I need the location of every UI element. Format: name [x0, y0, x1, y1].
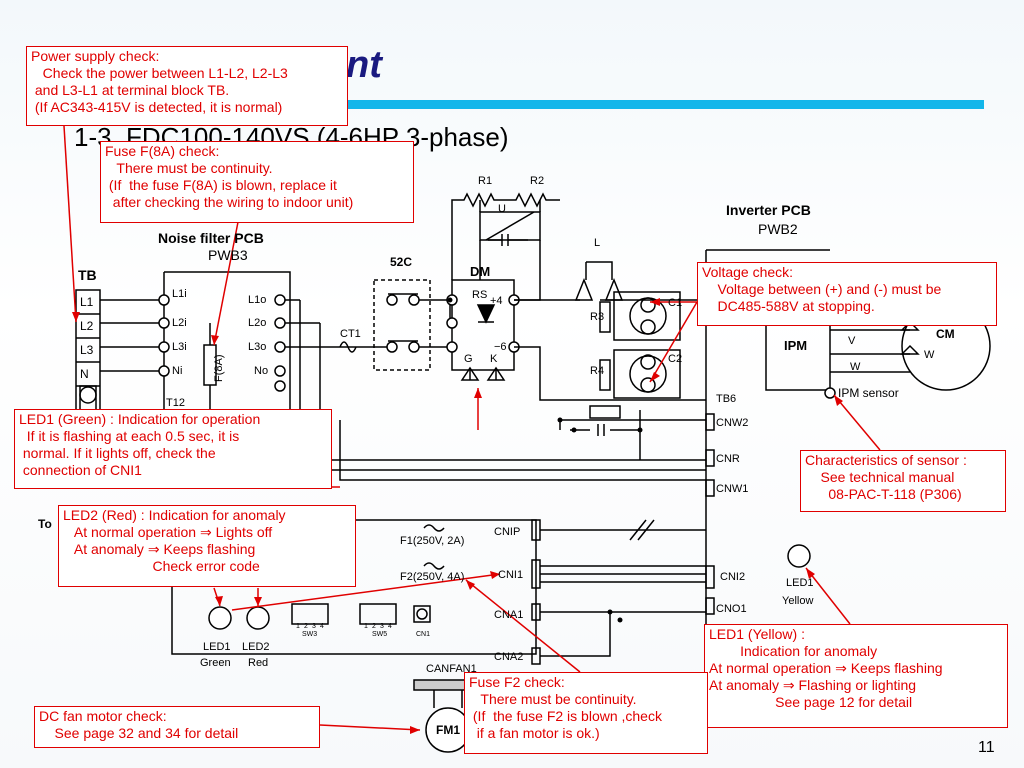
switch-digit: 1	[364, 623, 368, 630]
connector-cna2: CNA2	[494, 651, 523, 663]
connector-cni2: CNI2	[720, 571, 745, 583]
nf-output-no: No	[254, 365, 268, 377]
to-label: To	[38, 517, 52, 531]
connector-cnw1: CNW1	[716, 483, 748, 495]
switch-digit: 4	[388, 623, 392, 630]
fuse-f2-label: F2(250V, 4A)	[400, 571, 464, 583]
c2-label: C2	[668, 353, 682, 365]
connector-cnr: CNR	[716, 453, 740, 465]
dm-minus-label: −6	[494, 341, 507, 353]
page-number: 11	[978, 739, 995, 756]
tb-terminal-l3: L3	[80, 343, 94, 357]
l-label: L	[594, 237, 600, 249]
tb-terminal-l2: L2	[80, 319, 94, 333]
ipm-label: IPM	[784, 338, 807, 353]
r3-label: R3	[590, 311, 604, 323]
nf-input-l3i: L3i	[172, 341, 187, 353]
led1-green-label: LED1	[203, 641, 231, 653]
switch-digit: 2	[304, 623, 308, 630]
callout-led2-red: LED2 (Red) : Indication for anomaly At n…	[58, 505, 356, 587]
connector-cna1: CNA1	[494, 609, 523, 621]
connector-cno1: CNO1	[716, 603, 747, 615]
tb-terminal-n: N	[80, 367, 89, 381]
nf-input-l1i: L1i	[172, 288, 187, 300]
switch-digit: 3	[380, 623, 384, 630]
led2-red-color: Red	[248, 657, 268, 669]
sw5-label: SW5	[372, 631, 387, 638]
connector-cnw2: CNW2	[716, 417, 748, 429]
v-label: V	[848, 335, 856, 347]
led1-yellow-label: LED1	[786, 577, 814, 589]
connector-cni1: CNI1	[498, 569, 523, 581]
w-motor-label: W	[924, 349, 935, 361]
dm-g-label: G	[464, 353, 473, 365]
nf-output-l3o: L3o	[248, 341, 266, 353]
switch-digit: 2	[372, 623, 376, 630]
t12-label: T12	[166, 397, 185, 409]
contactor-label: 52C	[390, 255, 412, 269]
callout-power-supply-check: Power supply check: Check the power betw…	[26, 46, 348, 126]
callout-led1-yellow: LED1 (Yellow) : Indication for anomaly A…	[704, 624, 1008, 728]
nf-input-ni: Ni	[172, 365, 182, 377]
callout-dc-fan-motor-check: DC fan motor check: See page 32 and 34 f…	[34, 706, 320, 748]
slide-title: nt	[346, 44, 382, 86]
c1-label: C1	[668, 297, 682, 309]
ct1-label: CT1	[340, 328, 361, 340]
callout-fuse-f8a-check: Fuse F(8A) check: There must be continui…	[100, 141, 414, 223]
dm-label: DM	[470, 264, 490, 279]
callout-fuse-f2-check: Fuse F2 check: There must be continuity.…	[464, 672, 708, 754]
cm-label: CM	[936, 327, 955, 341]
tb-label: TB	[78, 267, 97, 283]
noise-filter-title: Noise filter PCB	[158, 230, 264, 246]
tb6-label: TB6	[716, 393, 736, 405]
w-label: W	[850, 361, 861, 373]
fuse-f1-label: F1(250V, 2A)	[400, 535, 464, 547]
inverter-pcb-id: PWB2	[758, 221, 798, 237]
switch-digit: 4	[320, 623, 324, 630]
led1-green-color: Green	[200, 657, 231, 669]
u-label: U	[498, 203, 506, 215]
ipm-sensor-label: IPM sensor	[838, 386, 899, 400]
rs-label: RS	[472, 289, 487, 301]
title-accent-bar	[330, 100, 984, 109]
noise-filter-id: PWB3	[208, 247, 248, 263]
callout-led1-green: LED1 (Green) : Indication for operation …	[14, 409, 332, 489]
switch-digit: 1	[296, 623, 300, 630]
connector-cnip: CNIP	[494, 526, 520, 538]
callout-voltage-check: Voltage check: Voltage between (+) and (…	[697, 262, 997, 326]
fan-motor-label: FM1	[436, 723, 460, 737]
cn1-label: CN1	[416, 631, 430, 638]
nf-input-l2i: L2i	[172, 317, 187, 329]
led1-yellow-color: Yellow	[782, 595, 813, 607]
sw3-label: SW3	[302, 631, 317, 638]
terminal-block-tb	[75, 289, 101, 411]
callout-sensor-characteristics: Characteristics of sensor : See technica…	[800, 450, 1006, 512]
led2-red-label: LED2	[242, 641, 270, 653]
fuse-f8a-label: F(8A)	[213, 355, 225, 383]
inverter-pcb-title: Inverter PCB	[726, 202, 811, 218]
tb-terminal-l1: L1	[80, 295, 94, 309]
r1-label: R1	[478, 175, 492, 187]
r2-label: R2	[530, 175, 544, 187]
nf-output-l1o: L1o	[248, 294, 266, 306]
r4-label: R4	[590, 365, 604, 377]
nf-output-l2o: L2o	[248, 317, 266, 329]
dm-k-label: K	[490, 353, 498, 365]
switch-digit: 3	[312, 623, 316, 630]
dm-plus-label: +4	[490, 295, 503, 307]
